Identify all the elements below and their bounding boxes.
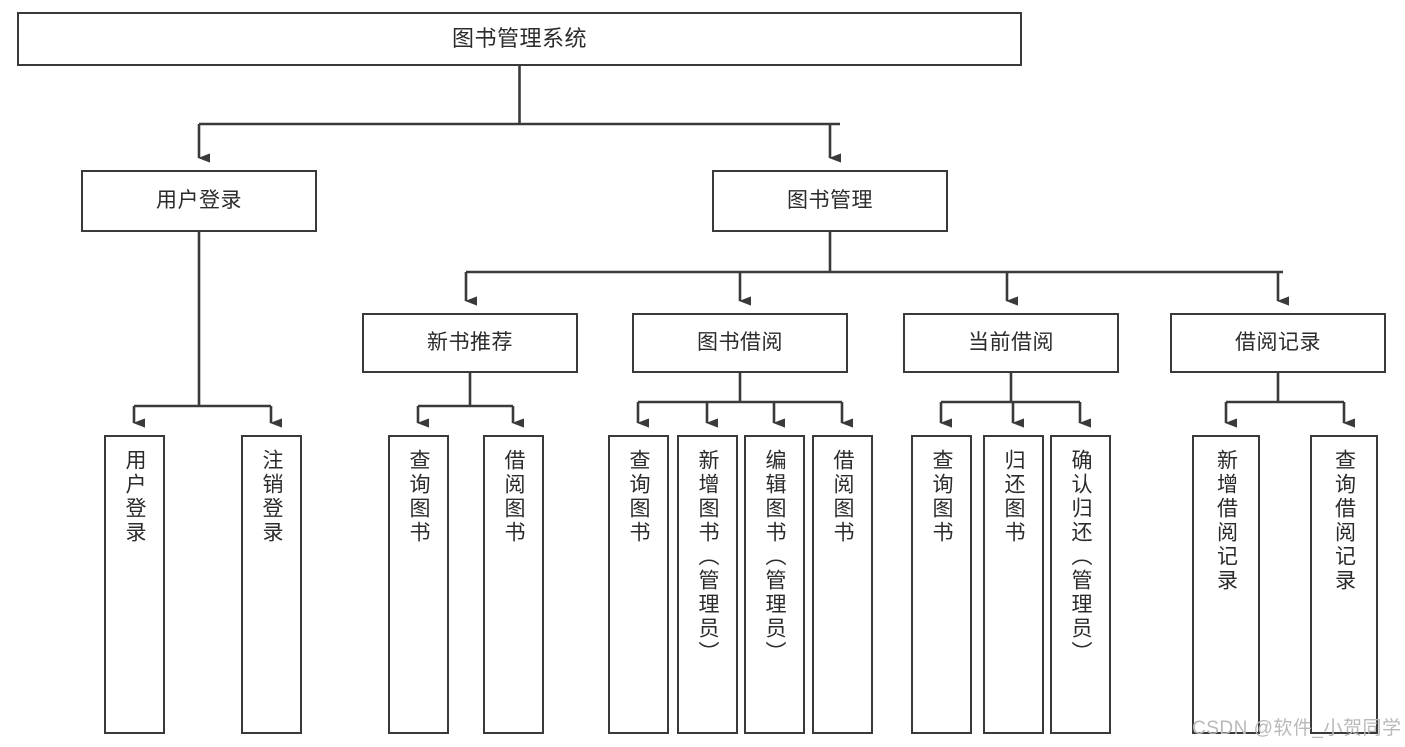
node-user-login[interactable]: 用户登录 (81, 170, 317, 232)
node-borrow-record[interactable]: 借阅记录 (1170, 313, 1386, 373)
edge-root-to-level2 (197, 66, 841, 163)
node-label: 借阅图书 (502, 449, 525, 545)
node-label: 查询图书 (407, 449, 430, 545)
node-leaf-query-book-borrow[interactable]: 查询图书 (608, 435, 669, 734)
node-label: 注销登录 (260, 449, 283, 545)
node-leaf-user-login[interactable]: 用户登录 (104, 435, 165, 734)
node-leaf-edit-book[interactable]: 编辑图书（管理员） (744, 435, 805, 734)
node-label: 当前借阅 (968, 330, 1054, 354)
node-label: 新增图书（管理员） (696, 449, 719, 665)
node-label: 新增借阅记录 (1214, 449, 1238, 593)
node-book-borrow[interactable]: 图书借阅 (632, 313, 848, 373)
edge-borrow-record-to-leaves (1224, 373, 1355, 428)
node-leaf-query-book-current[interactable]: 查询图书 (911, 435, 972, 734)
node-label: 确认归还（管理员） (1069, 449, 1092, 665)
node-leaf-query-borrow-record[interactable]: 查询借阅记录 (1310, 435, 1378, 734)
node-leaf-user-logout[interactable]: 注销登录 (241, 435, 302, 734)
node-leaf-confirm-return[interactable]: 确认归还（管理员） (1050, 435, 1111, 734)
node-label: 图书管理 (787, 188, 873, 212)
node-label: 用户登录 (156, 188, 242, 212)
edge-book-borrow-to-leaves (636, 373, 853, 428)
node-leaf-borrow-book-recommend[interactable]: 借阅图书 (483, 435, 544, 734)
node-leaf-borrow-book[interactable]: 借阅图书 (812, 435, 873, 734)
edge-user-login-to-leaves (132, 232, 282, 428)
node-book-manage[interactable]: 图书管理 (712, 170, 948, 232)
node-root-system[interactable]: 图书管理系统 (17, 12, 1022, 66)
node-label: 用户登录 (123, 449, 146, 545)
node-label: 编辑图书（管理员） (763, 449, 786, 665)
watermark-text: CSDN @软件_小贺同学 (1192, 718, 1402, 739)
node-label: 借阅记录 (1235, 330, 1321, 354)
node-leaf-add-book[interactable]: 新增图书（管理员） (677, 435, 738, 734)
node-label: 图书管理系统 (451, 25, 587, 51)
node-label: 查询借阅记录 (1332, 449, 1356, 593)
node-label: 图书借阅 (697, 330, 783, 354)
node-leaf-add-borrow-record[interactable]: 新增借阅记录 (1192, 435, 1260, 734)
node-leaf-return-book[interactable]: 归还图书 (983, 435, 1044, 734)
node-leaf-query-book-recommend[interactable]: 查询图书 (388, 435, 449, 734)
node-label: 查询图书 (627, 449, 650, 545)
edge-book-manage-to-level3 (464, 232, 1289, 306)
node-label: 新书推荐 (427, 330, 513, 354)
node-new-book-recommend[interactable]: 新书推荐 (362, 313, 578, 373)
edge-current-borrow-to-leaves (939, 373, 1091, 428)
edge-new-book-rec-to-leaves (416, 373, 524, 428)
node-label: 归还图书 (1002, 449, 1025, 545)
node-label: 查询图书 (930, 449, 953, 545)
node-label: 借阅图书 (831, 449, 854, 545)
node-current-borrow[interactable]: 当前借阅 (903, 313, 1119, 373)
